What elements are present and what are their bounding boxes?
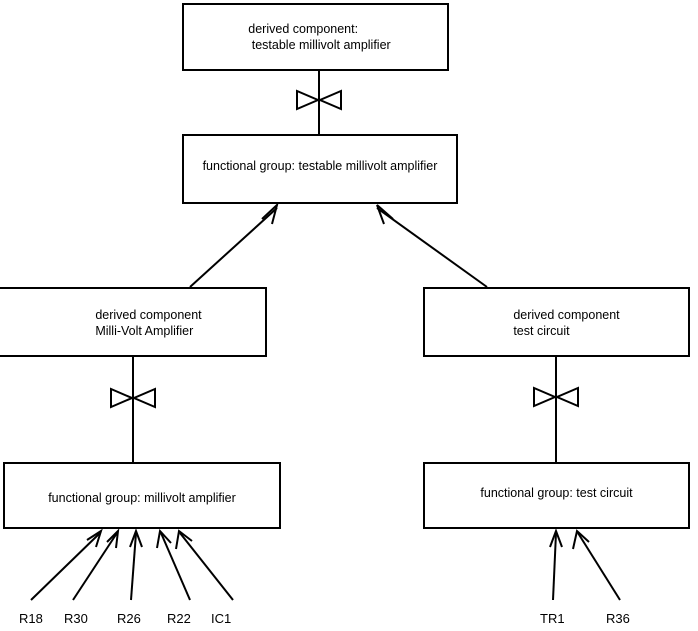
node-line-1: derived component — [95, 308, 202, 322]
node-right-derived-component-text: derived component test circuit — [513, 307, 619, 339]
leaf-arrow-r18 — [30, 528, 103, 601]
node-left-functional-group-text: functional group: millivolt amplifier — [48, 490, 236, 506]
generalization-right — [376, 204, 488, 288]
node-line-2: Milli-Volt Amplifier — [95, 324, 194, 338]
node-right-derived-component[interactable]: derived component test circuit — [423, 287, 690, 357]
node-line-1: functional group: testable millivolt amp… — [202, 159, 438, 173]
generalization-left — [189, 201, 279, 288]
leaf-label-ic1: IC1 — [211, 611, 232, 626]
node-top-functional-group[interactable]: functional group: testable millivolt amp… — [182, 134, 458, 204]
leaf-arrow-r30 — [72, 528, 120, 601]
node-line-1: functional group: millivolt amplifier — [48, 490, 236, 505]
leaf-arrow-tr1 — [549, 528, 563, 601]
bowtie-icon — [533, 386, 579, 408]
leaf-arrow-r22 — [156, 528, 191, 601]
leaf-label-r22: R22 — [167, 611, 191, 626]
node-line-2: test circuit — [513, 324, 570, 338]
node-top-derived-component-text: derived component: testable millivolt am… — [248, 21, 390, 53]
leaf-arrow-r36 — [572, 529, 621, 601]
leaf-label-r26: R26 — [117, 611, 141, 626]
node-right-functional-group-text: functional group: test circuit — [480, 485, 632, 501]
bowtie-icon — [110, 387, 156, 409]
node-right-functional-group[interactable]: functional group: test circuit — [423, 462, 690, 529]
node-left-functional-group[interactable]: functional group: millivolt amplifier — [3, 462, 281, 529]
node-top-functional-group-text: functional group: testable millivolt amp… — [203, 158, 438, 174]
leaf-label-tr1: TR1 — [540, 611, 565, 626]
node-top-derived-component[interactable]: derived component: testable millivolt am… — [182, 3, 449, 71]
leaf-label-r36: R36 — [606, 611, 630, 626]
leaf-label-r18: R18 — [19, 611, 43, 626]
leaf-arrow-r26 — [129, 528, 143, 601]
leaf-label-r30: R30 — [64, 611, 88, 626]
node-line-2: testable millivolt amplifier — [248, 38, 391, 52]
bowtie-icon — [296, 89, 342, 111]
node-line-1: functional group: test circuit — [480, 485, 633, 500]
node-line-1: derived component: — [248, 22, 359, 36]
node-line-1: derived component — [513, 308, 620, 322]
leaf-arrow-ic1 — [175, 529, 234, 601]
